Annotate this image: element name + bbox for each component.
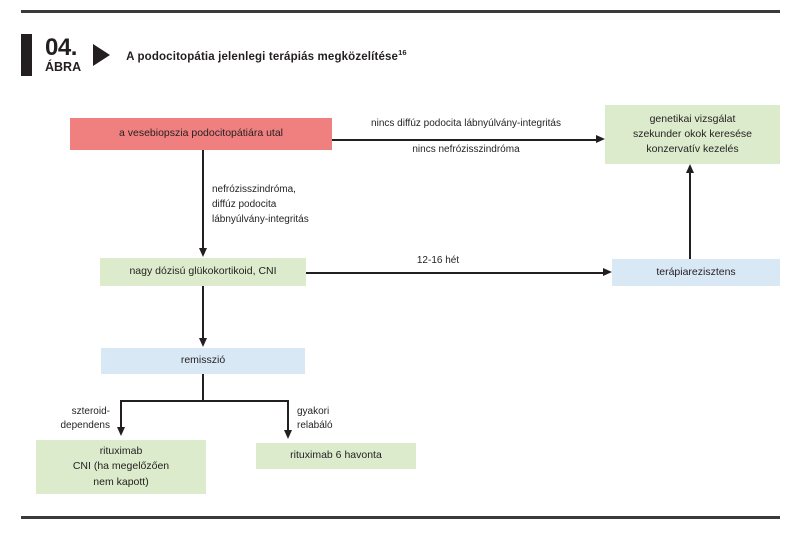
node-genetic-line2: szekunder okok keresése xyxy=(632,127,753,140)
edge-label-to-genetic-2: nincs nefrózisszindróma xyxy=(346,143,586,158)
edge-steroid-to-resistant-line xyxy=(306,272,603,274)
edge-resistant-to-genetic-line xyxy=(689,172,691,259)
bottom-divider-rule xyxy=(21,516,780,519)
edge-label-steroid-dependent-line2: dependens xyxy=(60,420,111,431)
node-therapy-resistant-label: terápiarezisztens xyxy=(656,265,736,278)
figure-number-block: 04. ÁBRA xyxy=(45,36,81,74)
node-biopsy-label: a vesebiopszia podocitopátiára utal xyxy=(118,127,284,140)
figure-title-superscript: 16 xyxy=(398,47,407,57)
edge-label-12-16-weeks-text: 12-16 hét xyxy=(416,255,460,266)
edge-label-12-16-weeks: 12-16 hét xyxy=(378,254,498,269)
node-rituximab-cni-line1: rituximab xyxy=(99,445,143,458)
node-genetic-line3: konzervatív kezelés xyxy=(646,143,739,156)
node-genetic-evaluation: genetikai vizsgálat szekunder okok keres… xyxy=(605,105,780,164)
figure-number: 04. xyxy=(45,34,77,62)
figure-header: 04. ÁBRA A podocitopátia jelenlegi teráp… xyxy=(21,33,407,77)
edge-label-to-steroid-2: diffúz podocita xyxy=(212,198,392,213)
node-rituximab-cni-line2: CNI (ha megelőzően xyxy=(72,460,170,473)
top-divider-rule xyxy=(21,10,780,13)
edge-label-to-steroid: nefrózisszindróma, xyxy=(212,183,392,198)
edge-biopsy-to-steroid-line xyxy=(202,150,204,249)
edge-remission-split-stem xyxy=(202,374,204,401)
edge-label-to-steroid-line3: lábnyúlvány-integritás xyxy=(212,214,309,225)
node-steroid-cni: nagy dózisú glükokortikoid, CNI xyxy=(100,258,306,286)
edge-remission-split-bar xyxy=(120,400,289,402)
play-triangle-icon xyxy=(93,44,111,66)
node-biopsy: a vesebiopszia podocitopátiára utal xyxy=(70,118,332,150)
node-rituximab-cni-line3: nem kapott) xyxy=(93,475,149,488)
edge-label-to-steroid-line2: diffúz podocita xyxy=(212,199,277,210)
node-genetic-line1: genetikai vizsgálat xyxy=(649,112,736,125)
node-remission: remisszió xyxy=(101,348,305,374)
edge-label-frequent-relapser-2: relabáló xyxy=(297,419,407,434)
edge-to-rituximab-6m-line xyxy=(287,400,289,431)
edge-label-to-steroid-3: lábnyúlvány-integritás xyxy=(212,213,402,228)
node-therapy-resistant: terápiarezisztens xyxy=(612,259,780,286)
edge-biopsy-to-genetic-arrowhead xyxy=(596,134,605,143)
node-rituximab-cni: rituximab CNI (ha megelőzően nem kapott) xyxy=(36,440,206,494)
edge-label-frequent-relapser-line2: relabáló xyxy=(297,420,333,431)
edge-steroid-to-resistant-arrowhead xyxy=(603,267,612,276)
edge-to-rituximab-cni-arrowhead xyxy=(116,427,125,436)
edge-label-to-steroid-line1: nefrózisszindróma, xyxy=(212,184,296,195)
edge-to-rituximab-6m-arrowhead xyxy=(283,430,292,439)
edge-biopsy-to-genetic-line xyxy=(332,139,596,141)
figure-kind-label: ÁBRA xyxy=(45,60,82,75)
edge-label-steroid-dependent: szteroid- xyxy=(14,405,110,420)
node-steroid-cni-label: nagy dózisú glükokortikoid, CNI xyxy=(129,265,277,278)
figure-accent-bar xyxy=(21,34,32,76)
edge-to-rituximab-cni-line xyxy=(120,400,122,428)
edge-steroid-to-remission-arrowhead xyxy=(198,338,207,347)
node-rituximab-6-months-label: rituximab 6 havonta xyxy=(290,449,382,462)
edge-label-to-genetic-line2: nincs nefrózisszindróma xyxy=(412,144,520,155)
edge-label-to-genetic-line1: nincs diffúz podocita lábnyúlvány-integr… xyxy=(371,118,561,129)
edge-label-frequent-relapser: gyakori xyxy=(297,405,407,420)
edge-label-frequent-relapser-line1: gyakori xyxy=(297,406,330,417)
edge-resistant-to-genetic-arrowhead xyxy=(685,164,694,173)
node-rituximab-6-months: rituximab 6 havonta xyxy=(256,443,416,469)
figure-title-text: A podocitopátia jelenlegi terápiás megkö… xyxy=(126,50,399,63)
edge-steroid-to-remission-line xyxy=(202,286,204,338)
edge-label-steroid-dependent-line1: szteroid- xyxy=(71,406,110,417)
edge-biopsy-to-steroid-arrowhead xyxy=(198,248,207,257)
node-remission-label: remisszió xyxy=(180,354,226,367)
edge-label-steroid-dependent-2: dependens xyxy=(14,419,111,434)
figure-title: A podocitopátia jelenlegi terápiás megkö… xyxy=(126,48,407,63)
edge-label-to-genetic: nincs diffúz podocita lábnyúlvány-integr… xyxy=(346,117,586,132)
